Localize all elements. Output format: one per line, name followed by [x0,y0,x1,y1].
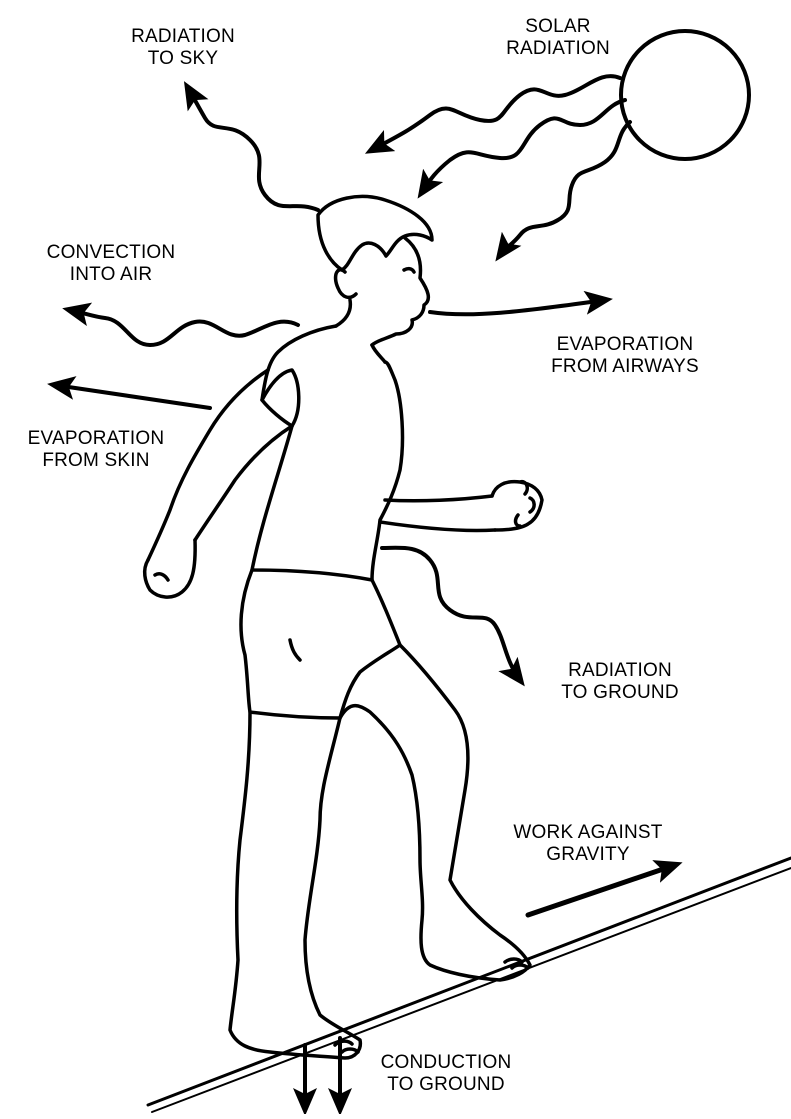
evaporation-skin-arrow [55,385,210,408]
label-line: INTO AIR [26,264,196,286]
label-line: RADIATION [530,660,710,682]
label-line: RADIATION [108,26,258,48]
label-line: FROM SKIN [6,450,186,472]
person-front-arm [380,496,495,531]
person-ear [336,270,356,298]
person-shorts [241,570,400,718]
label-line: EVAPORATION [530,334,720,356]
label-line: TO SKY [108,48,258,70]
evaporation-airways-arrow [430,300,605,314]
work-against-gravity-arrow [528,865,675,915]
person-shorts-crease [290,640,300,660]
person-eye [404,269,414,272]
label-line: EVAPORATION [6,428,186,450]
walking-person [145,196,542,1058]
label-line: RADIATION [488,38,628,60]
label-line: TO GROUND [530,682,710,704]
person-front-leg [340,645,530,980]
radiation-to-ground-arrow [382,548,520,680]
person-shirt [252,326,402,580]
person-face [372,238,428,345]
solar-ray-upper [372,76,620,150]
label-line: SOLAR [488,16,628,38]
radiation-to-sky-arrow [188,88,318,210]
label-line: WORK AGAINST [488,822,688,844]
label-radiation-to-ground: RADIATION TO GROUND [530,660,710,704]
label-work-against-gravity: WORK AGAINST GRAVITY [488,822,688,866]
label-line: TO GROUND [356,1074,536,1096]
label-radiation-to-sky: RADIATION TO SKY [108,26,258,70]
convection-arrow [70,310,298,345]
label-conduction-to-ground: CONDUCTION TO GROUND [356,1052,536,1096]
person-hair [318,196,432,270]
person-neck [336,300,385,362]
solar-ray-middle [422,100,625,192]
label-line: CONVECTION [26,242,196,264]
label-convection-into-air: CONVECTION INTO AIR [26,242,196,286]
label-evaporation-from-airways: EVAPORATION FROM AIRWAYS [530,334,720,378]
person-back-leg [230,712,360,1058]
sun-icon [621,31,749,159]
solar-ray-lower [500,122,630,255]
label-solar-radiation: SOLAR RADIATION [488,16,628,60]
label-evaporation-from-skin: EVAPORATION FROM SKIN [6,428,186,472]
label-line: CONDUCTION [356,1052,536,1074]
label-line: GRAVITY [488,844,688,866]
label-line: FROM AIRWAYS [530,356,720,378]
person-front-hand [492,482,542,530]
